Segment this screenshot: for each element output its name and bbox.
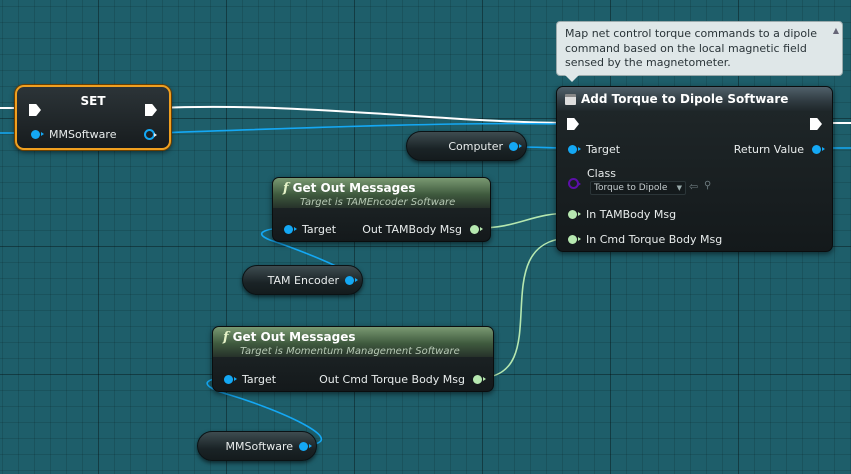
class-label: Class [587, 167, 616, 180]
object-pin-icon[interactable] [812, 145, 825, 154]
tooltip-arrow [565, 75, 579, 82]
set-title: SET [80, 94, 106, 108]
node-title: Add Torque to Dipole Software [581, 92, 789, 106]
node-title: Get Out Messages [292, 181, 416, 195]
function-icon: f [223, 330, 229, 345]
computer-variable[interactable]: Computer [406, 131, 527, 161]
mmsoftware-variable[interactable]: MMSoftware [197, 431, 317, 461]
node-header[interactable]: Add Torque to Dipole Software [557, 87, 832, 111]
target-pin[interactable]: Target [224, 373, 276, 386]
in-tambody-msg-pin[interactable]: In TAMBody Msg [568, 208, 676, 221]
function-icon: f [283, 181, 289, 196]
set-node[interactable]: SET MMSoftware [15, 85, 171, 150]
exec-in-icon[interactable] [29, 104, 41, 116]
object-pin-icon[interactable] [345, 275, 358, 285]
tooltip-line: sensed by the magnetometer. [565, 56, 731, 69]
object-pin-icon[interactable] [568, 145, 581, 154]
add-torque-to-dipole-node[interactable]: Add Torque to Dipole Software Target Ret… [556, 86, 833, 252]
use-selected-arrow-icon[interactable]: ⇦ [689, 180, 699, 193]
tam-encoder-variable[interactable]: TAM Encoder [242, 265, 363, 295]
object-pin-icon[interactable] [31, 130, 44, 139]
set-pin-label: MMSoftware [49, 128, 117, 141]
node-subtitle: Target is Momentum Management Software [240, 346, 460, 357]
tooltip-line: Map net control torque commands to a dip… [565, 27, 817, 40]
target-label: Target [586, 143, 621, 156]
chevron-down-icon: ▼ [676, 184, 682, 192]
class-pin-icon[interactable] [568, 178, 581, 189]
in-tambody-label: In TAMBody Msg [586, 208, 677, 221]
out-tambody-msg-pin[interactable]: Out TAMBody Msg [362, 223, 483, 236]
exec-in-icon[interactable] [567, 118, 579, 130]
node-subtitle: Target is TAMEncoder Software [300, 197, 456, 208]
object-pin-icon[interactable] [284, 225, 297, 234]
class-dropdown-value: Torque to Dipole [594, 183, 668, 193]
return-value-pin[interactable]: Return Value [733, 143, 825, 156]
computer-label: Computer [448, 139, 503, 153]
struct-pin-icon[interactable] [568, 235, 581, 244]
out-cmd-torque-msg-pin[interactable]: Out Cmd Torque Body Msg [319, 373, 486, 386]
mmsoftware-label: MMSoftware [225, 439, 293, 453]
out-label: Out Cmd Torque Body Msg [319, 373, 465, 386]
tam-encoder-label: TAM Encoder [267, 273, 339, 287]
return-value-label: Return Value [733, 143, 804, 156]
exec-out-icon[interactable] [810, 118, 822, 130]
object-pin-icon[interactable] [224, 375, 237, 384]
exec-out-icon[interactable] [145, 104, 157, 116]
node-title: Get Out Messages [232, 330, 356, 344]
exec-wire [157, 105, 567, 124]
in-cmd-label: In Cmd Torque Body Msg [586, 233, 723, 246]
object-output-pin-icon[interactable] [144, 129, 157, 140]
set-input-pin[interactable]: MMSoftware [31, 128, 116, 141]
target-pin[interactable]: Target [568, 143, 620, 156]
struct-pin-icon[interactable] [473, 375, 486, 384]
class-dropdown[interactable]: Torque to Dipole ▼ [590, 181, 686, 195]
target-label: Target [242, 373, 277, 386]
pin-icon[interactable]: ▲ [832, 26, 839, 35]
out-label: Out TAMBody Msg [362, 223, 462, 236]
struct-pin-icon[interactable] [568, 210, 581, 219]
object-pin-icon[interactable] [299, 441, 312, 451]
in-cmd-torque-pin[interactable]: In Cmd Torque Body Msg [568, 233, 722, 246]
browse-search-icon[interactable]: ⚲ [704, 180, 712, 191]
object-pin-icon[interactable] [509, 141, 522, 151]
target-pin[interactable]: Target [284, 223, 336, 236]
target-label: Target [302, 223, 337, 236]
node-tooltip: ▲ Map net control torque commands to a d… [556, 21, 843, 82]
struct-pin-icon[interactable] [470, 225, 483, 234]
node-icon [565, 93, 576, 105]
tooltip-line: command based on the local magnetic fiel… [565, 41, 807, 55]
